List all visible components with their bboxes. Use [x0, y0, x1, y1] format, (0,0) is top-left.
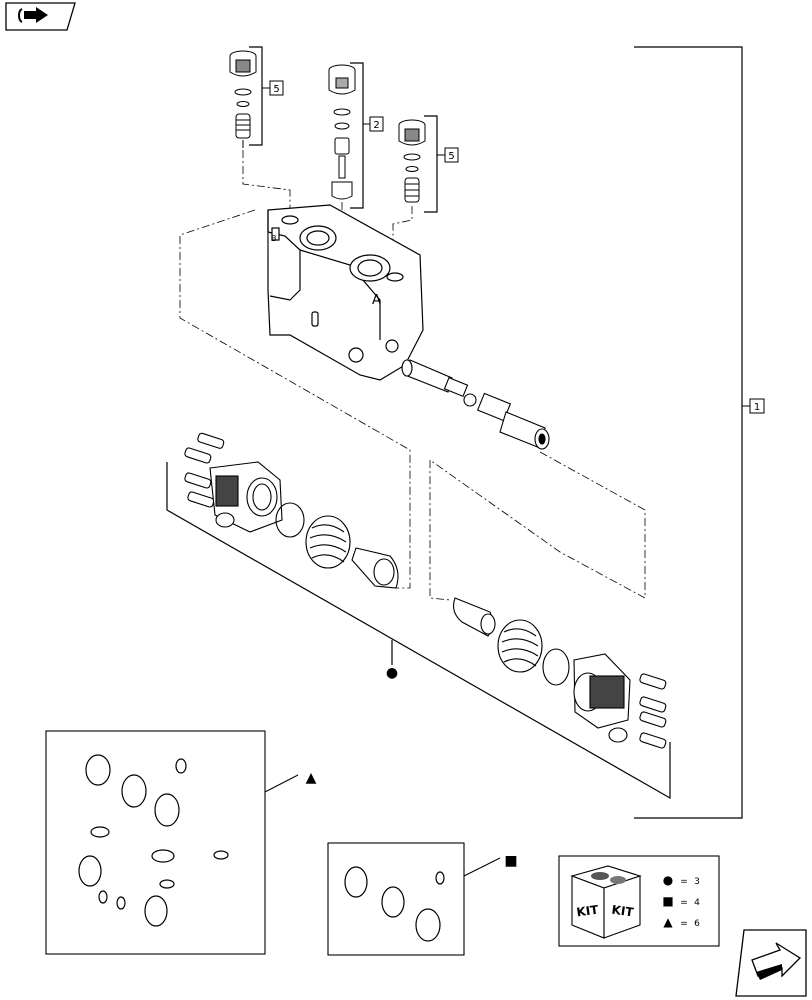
- end-cap-right: [453, 597, 667, 749]
- relief-cartridge-left: [229, 50, 257, 148]
- legend-value-3: 6: [694, 919, 700, 929]
- relief-cartridge-middle: [328, 64, 356, 200]
- next-page-arrow-icon[interactable]: [735, 929, 807, 997]
- legend-equals-1: =: [680, 877, 688, 887]
- legend-symbol-1: ●: [663, 873, 673, 887]
- port-label-b: B: [271, 234, 277, 243]
- seal-kit-box-square: [327, 842, 501, 956]
- svg-text:2: 2: [373, 120, 379, 131]
- legend-symbol-3: ▲: [663, 915, 673, 929]
- port-label-a: A: [372, 293, 381, 308]
- legend-value-1: 3: [694, 877, 700, 887]
- legend-equals-2: =: [680, 898, 688, 908]
- legend-symbol-2: ■: [662, 894, 673, 908]
- kit-symbol-circle: ●: [386, 665, 398, 681]
- kit-badge-left: KIT: [576, 902, 600, 919]
- assembly-bracket: [634, 46, 750, 819]
- seal-kit-box-triangle: [45, 730, 299, 955]
- callout-5-right[interactable]: 5: [444, 147, 459, 163]
- end-cap-left: [184, 432, 399, 589]
- svg-text:5: 5: [273, 84, 279, 95]
- svg-text:1: 1: [754, 402, 760, 413]
- callout-1[interactable]: 1: [749, 398, 765, 414]
- legend-value-2: 4: [694, 898, 700, 908]
- kit-symbol-triangle: ▲: [306, 770, 317, 786]
- callout-5-left[interactable]: 5: [269, 80, 284, 96]
- relief-cartridge-right: [398, 119, 426, 203]
- seal-kit-bracket-circle: [166, 462, 671, 800]
- kit-box-icon: [570, 865, 642, 939]
- book-arrow-icon[interactable]: [5, 2, 76, 31]
- kit-badge-right: KIT: [611, 903, 635, 920]
- kit-legend: KIT KIT ● = 3 ■ = 4 ▲ = 6: [558, 855, 720, 947]
- spool-guide-boxes: [179, 209, 646, 601]
- kit-symbol-square: ■: [504, 853, 517, 869]
- svg-text:5: 5: [448, 151, 454, 162]
- callout-2[interactable]: 2: [369, 116, 384, 132]
- spool: [401, 359, 550, 450]
- legend-equals-3: =: [680, 919, 688, 929]
- valve-body: [267, 204, 424, 381]
